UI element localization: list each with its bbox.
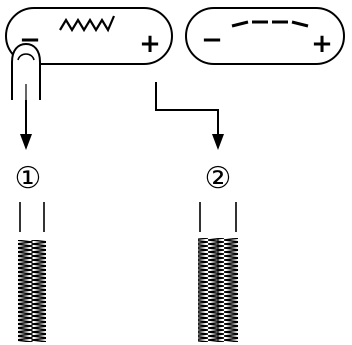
step-2-marker: ② bbox=[205, 161, 232, 196]
dashed-stitch-icon bbox=[231, 20, 309, 28]
stitch-length-button-right[interactable]: − + bbox=[185, 7, 345, 65]
increase-button[interactable]: + bbox=[311, 29, 333, 59]
stitch-sample-2 bbox=[198, 202, 238, 342]
finger-icon bbox=[11, 42, 41, 100]
increase-button[interactable]: + bbox=[139, 29, 161, 59]
decrease-button[interactable]: − bbox=[201, 25, 223, 55]
zigzag-stitch-icon bbox=[59, 15, 116, 33]
step-1-marker: ① bbox=[15, 161, 42, 196]
stitch-sample-1 bbox=[18, 202, 46, 342]
arrow-down-icon bbox=[20, 100, 32, 150]
connector-arrow bbox=[155, 82, 224, 150]
